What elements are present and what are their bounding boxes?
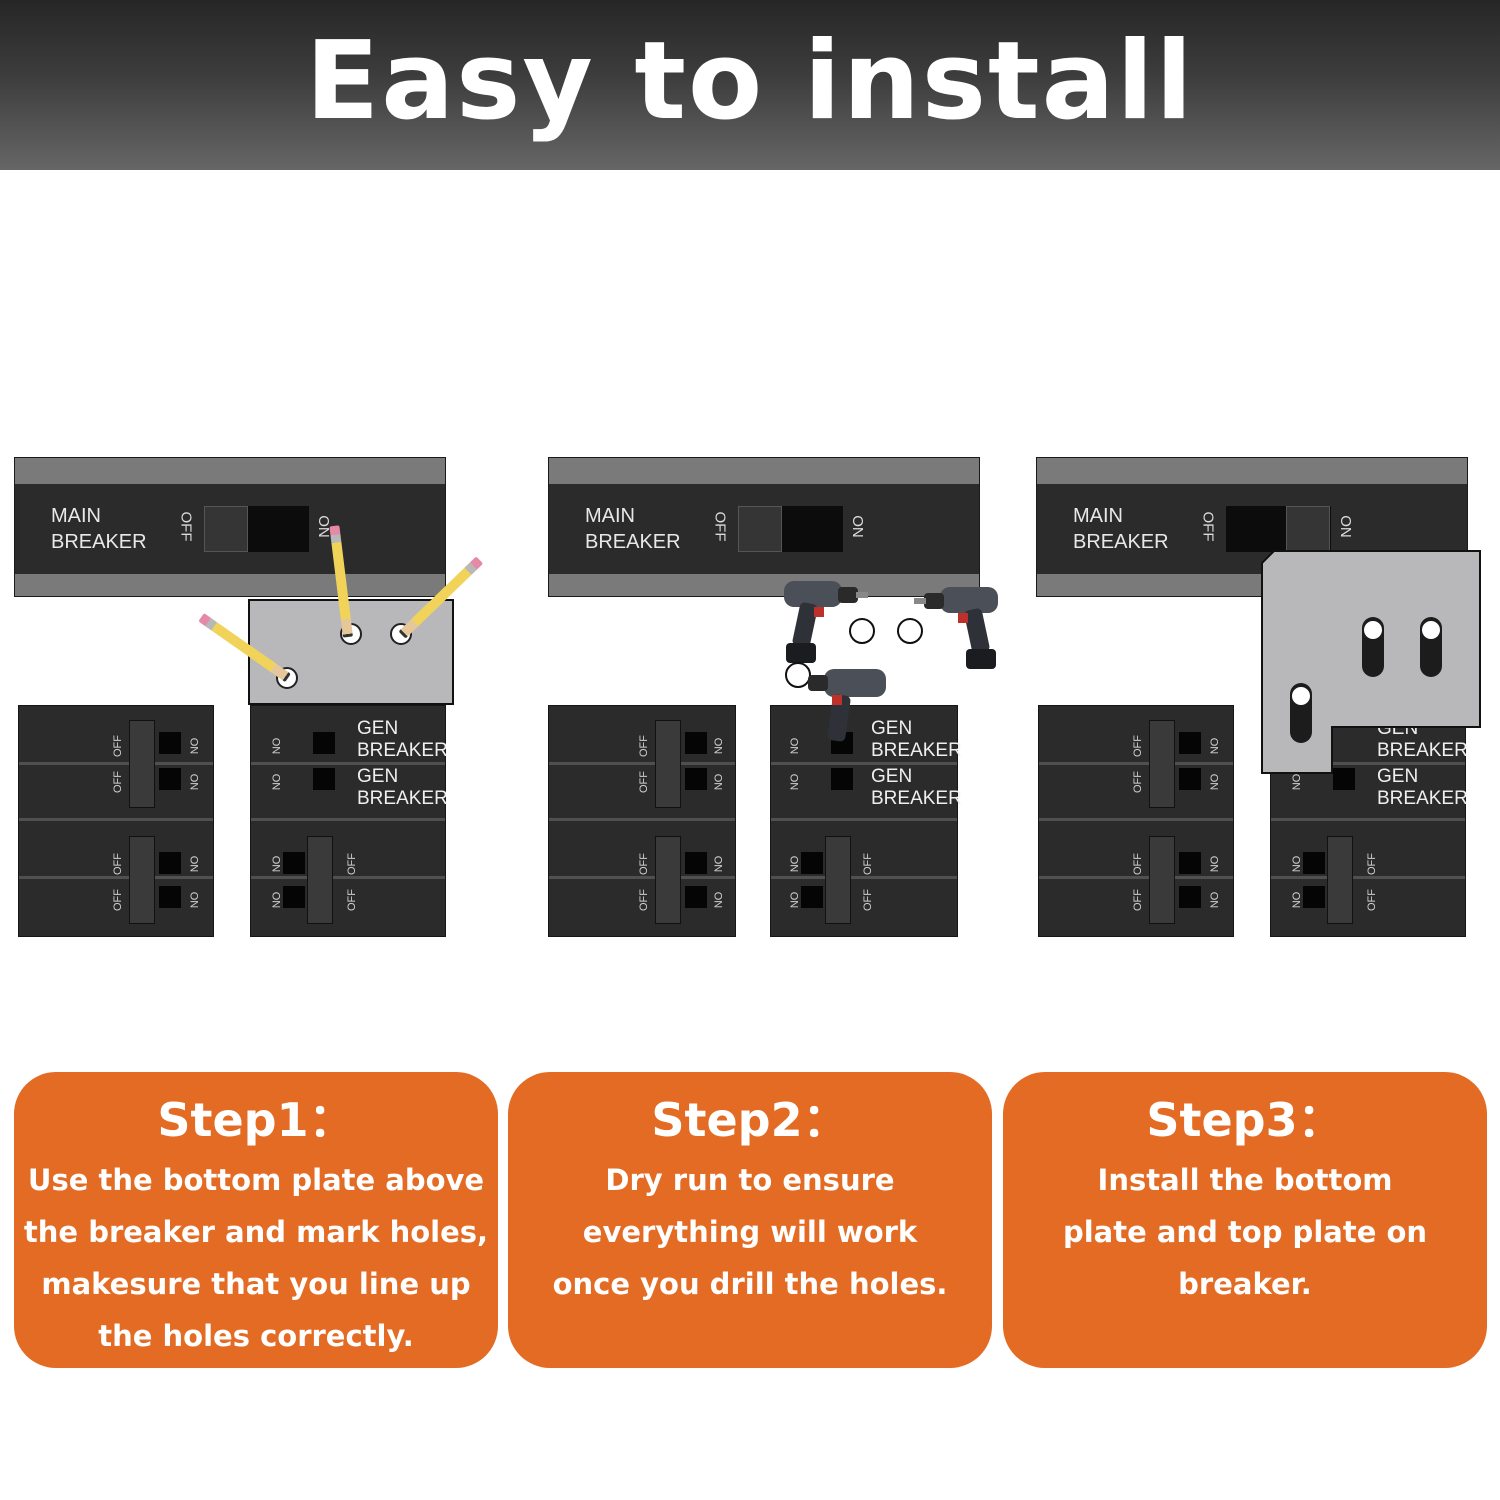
step1-card: Step1： Use the bottom plate above the br… — [14, 1072, 498, 1368]
breaker-block-gen: ON ON ON ON OFF OFF GEN BREAKER GEN BREA… — [770, 705, 962, 937]
off-label: OFF — [1199, 511, 1217, 542]
step2-text: Dry run to ensure everything will work o… — [552, 1163, 948, 1301]
breaker-block-gen: ON ON ON ON OFF OFF GEN BREAKER GEN BREA… — [250, 705, 448, 937]
step2-heading: Step2： — [651, 1093, 849, 1147]
breaker-block-left: OFF OFF ON ON OFF OFF ON ON — [18, 705, 214, 937]
drill-icon — [784, 581, 875, 663]
step3-text: Install the bottom plate and top plate o… — [1062, 1163, 1428, 1301]
drill-icon — [897, 587, 998, 669]
screw-icon — [1362, 619, 1384, 641]
main-breaker-switch — [738, 506, 843, 552]
gen-breaker-label: GEN BREAKER — [357, 718, 448, 761]
main-breaker: MAIN BREAKER OFF ON — [548, 457, 980, 597]
on-label: ON — [848, 515, 866, 538]
gen-breaker-label: GEN BREAKER — [871, 766, 962, 809]
off-label: OFF — [711, 511, 729, 542]
breaker-block-left: OFF OFF ON ON OFF OFF ON ON — [548, 705, 736, 937]
step3-card: Step3： Install the bottom plate and top … — [1003, 1072, 1487, 1368]
main-breaker-switch — [204, 506, 309, 552]
screw-icon — [1420, 619, 1442, 641]
main-breaker-switch — [1226, 506, 1331, 552]
gen-breaker-label: GEN BREAKER — [871, 718, 962, 761]
off-label: OFF — [177, 511, 195, 542]
step2-illustration: MAIN BREAKER OFF ON OFF OFF ON ON OFF OF… — [546, 455, 1016, 945]
step3-heading: Step3： — [1146, 1093, 1344, 1147]
main-breaker-label: MAIN BREAKER — [585, 505, 681, 553]
step1-illustration: MAIN BREAKER OFF ON OFF OFF ON ON OFF OF… — [12, 455, 484, 945]
main-breaker-label: MAIN BREAKER — [51, 505, 147, 553]
step2-card: Step2： Dry run to ensure everything will… — [508, 1072, 992, 1368]
screw-icon — [1290, 685, 1312, 707]
main-breaker: MAIN BREAKER OFF ON — [14, 457, 446, 597]
on-label: ON — [1336, 515, 1354, 538]
title-banner: Easy to install — [0, 0, 1500, 170]
gen-breaker-label: GEN BREAKER — [1377, 766, 1468, 809]
step1-text: Use the bottom plate above the breaker a… — [23, 1163, 489, 1353]
main-breaker-label: MAIN BREAKER — [1073, 505, 1169, 553]
breaker-block-left: OFF OFF ON ON OFF OFF ON ON — [1038, 705, 1234, 937]
gen-breaker-label: GEN BREAKER — [357, 766, 448, 809]
step1-heading: Step1： — [157, 1093, 355, 1147]
page-title: Easy to install — [305, 19, 1195, 144]
drill-icon — [785, 662, 886, 742]
step3-illustration: MAIN BREAKER OFF ON OFF OFF ON ON OFF OF… — [1034, 455, 1500, 945]
